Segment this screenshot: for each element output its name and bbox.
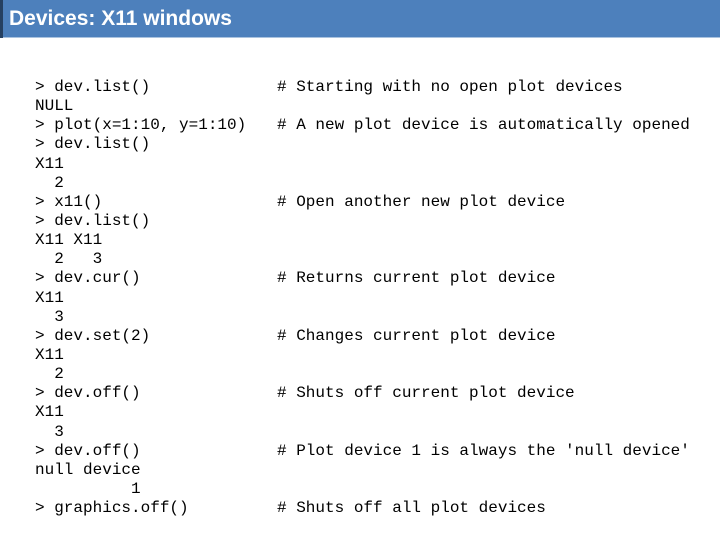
page-title: Devices: X11 windows <box>9 7 232 30</box>
title-bar: Devices: X11 windows <box>0 0 720 38</box>
console-output: > dev.list() NULL > plot(x=1:10, y=1:10)… <box>35 78 720 523</box>
title-bar-accent <box>0 0 3 38</box>
console-code: > dev.list() NULL > plot(x=1:10, y=1:10)… <box>35 78 247 518</box>
console-comments: # Starting with no open plot devices # A… <box>277 78 690 518</box>
